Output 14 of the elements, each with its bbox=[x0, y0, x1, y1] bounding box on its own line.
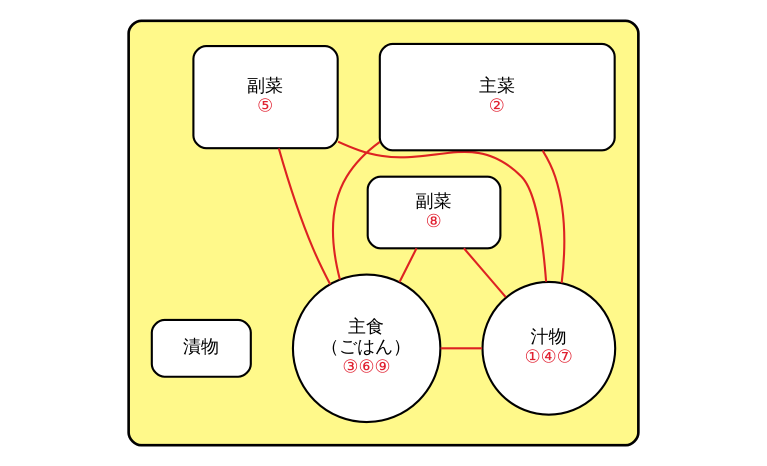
node-box: 漬物 bbox=[150, 318, 252, 378]
node-circle: 主食 （ごはん） ③⑥⑨ bbox=[292, 274, 442, 424]
connector bbox=[463, 248, 507, 298]
node-box: 副菜 ⑧ bbox=[366, 176, 502, 250]
node-circle: 汁物 ①④⑦ bbox=[481, 280, 616, 416]
connector bbox=[338, 140, 548, 282]
connector bbox=[398, 248, 418, 283]
connector bbox=[332, 141, 380, 280]
node-box: 主菜 ② bbox=[378, 42, 616, 152]
connector bbox=[440, 347, 482, 350]
node-box: 副菜 ⑤ bbox=[192, 45, 339, 150]
cluster bbox=[127, 19, 640, 447]
connector bbox=[542, 150, 566, 284]
connector bbox=[278, 148, 332, 285]
